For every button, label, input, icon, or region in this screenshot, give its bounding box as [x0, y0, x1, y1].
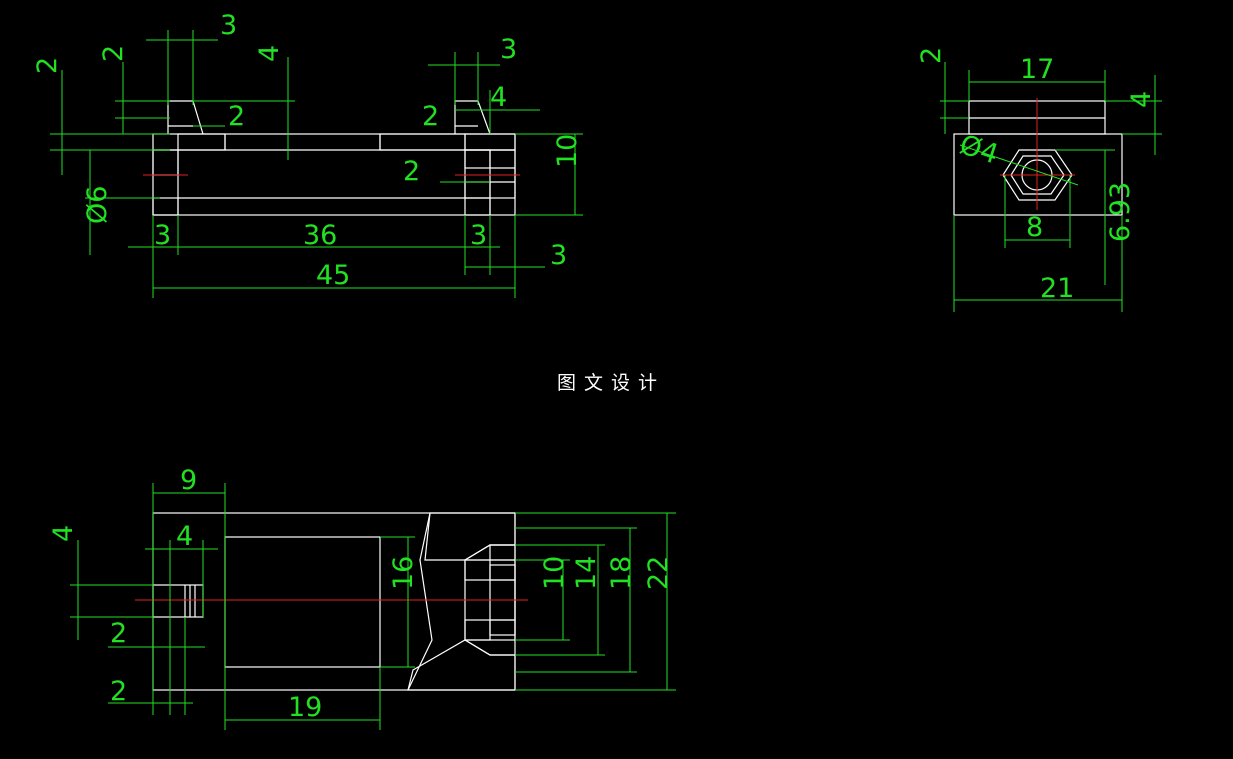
dim-label: 2: [110, 618, 127, 649]
dim-label: 4: [490, 82, 507, 113]
dim-label: 21: [1040, 273, 1074, 304]
dim-label: 19: [288, 692, 322, 723]
top-view-dimension-labels: 9 4 4 2 2 16 19 10 14 18 22: [48, 465, 674, 723]
dim-label: 2: [98, 45, 129, 62]
dim-label: 10: [539, 556, 570, 590]
dim-label: 8: [1026, 212, 1043, 243]
side-view-dimension-lines: [940, 62, 1162, 312]
dim-label: 4: [48, 525, 79, 542]
watermark-title: 图文设计: [557, 372, 666, 394]
top-view-dimension-lines: [70, 483, 676, 730]
dim-label: 2: [228, 101, 245, 132]
dim-label: 2: [110, 676, 127, 707]
dim-label: 10: [552, 134, 583, 168]
dim-label: Ø6: [82, 186, 113, 224]
front-view-dimension-labels: 3 2 4 2 3 2 4 2 2 10 Ø6 3 36 3 3 45: [32, 10, 583, 291]
front-view-outline: [152, 100, 516, 216]
dim-label: 16: [388, 556, 419, 590]
front-view: 3 2 4 2 3 2 4 2 2 10 Ø6 3 36 3 3 45: [32, 10, 583, 298]
dim-label: 3: [550, 240, 567, 271]
dim-label: 2: [403, 156, 420, 187]
dim-label: 3: [500, 34, 517, 65]
dim-label: Ø4: [956, 129, 1002, 170]
dim-label: 2: [916, 47, 947, 64]
dim-label: 45: [316, 260, 350, 291]
dim-label: 14: [571, 556, 602, 590]
dim-label: 6.93: [1105, 182, 1136, 242]
dim-label: 36: [303, 220, 337, 251]
top-view: 9 4 4 2 2 16 19 10 14 18 22: [48, 465, 676, 730]
dim-label: 18: [606, 556, 637, 590]
dim-label: 2: [32, 57, 63, 74]
dim-label: 4: [1126, 91, 1157, 108]
dim-label: 17: [1020, 54, 1054, 85]
dim-label: 4: [176, 521, 193, 552]
front-view-dimension-lines: [50, 30, 583, 298]
dim-label: 2: [422, 101, 439, 132]
dim-label: 9: [180, 465, 197, 496]
front-view-hatching: [152, 133, 516, 216]
dim-label: 4: [254, 45, 285, 62]
side-view: 2 17 4 Ø4 8 6.93 21: [916, 47, 1162, 312]
top-view-outline: [152, 512, 516, 691]
dim-label: 3: [470, 220, 487, 251]
dim-label: 22: [643, 556, 674, 590]
dim-label: 3: [220, 10, 237, 41]
dim-label: 3: [154, 220, 171, 251]
